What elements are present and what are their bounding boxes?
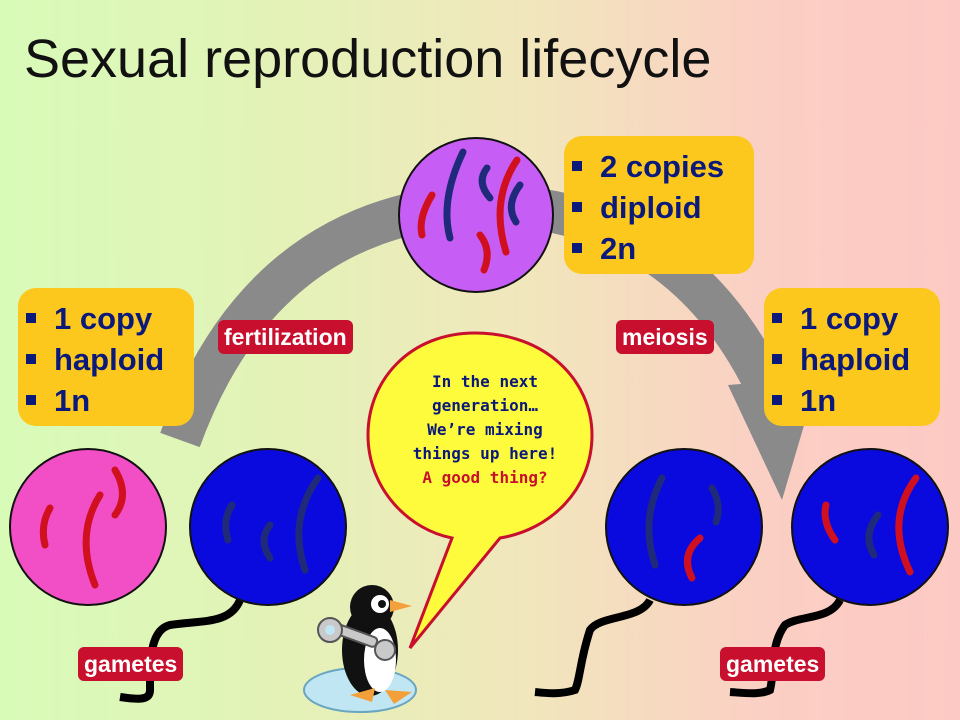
haploid-left-item-n: 1n xyxy=(18,380,194,421)
bubble-line-4: things up here! xyxy=(412,444,558,463)
gametes-left-label: gametes xyxy=(78,647,184,681)
speech-bubble xyxy=(366,331,594,649)
diploid-item-n: 2n xyxy=(564,228,754,269)
haploid-right-item-ploidy: haploid xyxy=(764,339,940,380)
sperm-cell-left xyxy=(189,448,347,606)
haploid-left-info-box: 1 copy haploid 1n xyxy=(18,288,194,426)
diploid-item-ploidy: diploid xyxy=(564,187,754,228)
diploid-cell xyxy=(398,137,554,293)
page-title: Sexual reproduction lifecycle xyxy=(24,29,712,89)
bubble-line-1: In the next xyxy=(432,372,538,391)
sperm-tail-left xyxy=(119,598,244,703)
sperm-cell-mid xyxy=(605,448,763,606)
bubble-line-2: generation… xyxy=(432,396,538,415)
fertilization-label: fertilization xyxy=(218,320,353,354)
haploid-right-item-n: 1n xyxy=(764,380,940,421)
haploid-right-item-copies: 1 copy xyxy=(764,298,940,339)
bubble-line-3: We’re mixing xyxy=(427,420,543,439)
diploid-info-box: 2 copies diploid 2n xyxy=(564,136,754,274)
egg-cell xyxy=(9,448,167,606)
bubble-question: A good thing? xyxy=(422,468,548,487)
sperm-tail-mid xyxy=(534,597,654,698)
haploid-right-info-box: 1 copy haploid 1n xyxy=(764,288,940,426)
diploid-item-copies: 2 copies xyxy=(564,146,754,187)
gametes-right-label: gametes xyxy=(720,647,826,681)
speech-bubble-text: In the next generation… We’re mixing thi… xyxy=(385,370,585,490)
haploid-left-item-copies: 1 copy xyxy=(18,298,194,339)
penguin-mascot xyxy=(303,585,417,713)
meiosis-label: meiosis xyxy=(616,320,714,354)
haploid-left-item-ploidy: haploid xyxy=(18,339,194,380)
sperm-cell-right xyxy=(791,448,949,606)
